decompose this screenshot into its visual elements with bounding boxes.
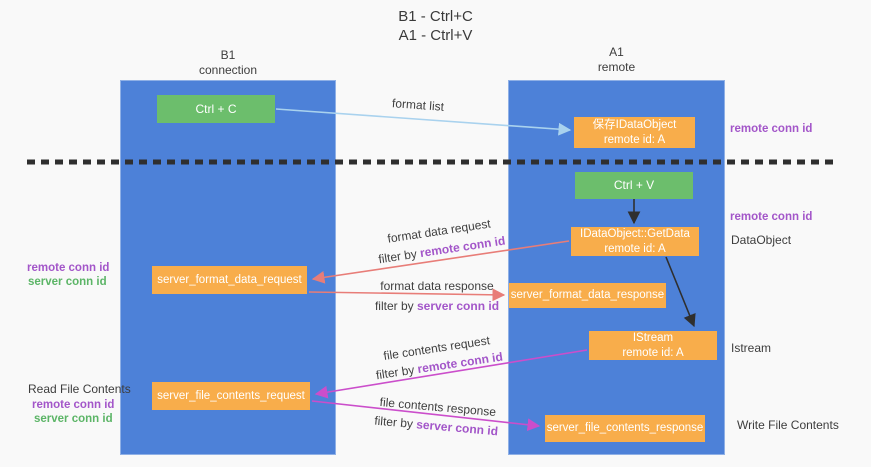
lane-a1-role: remote xyxy=(597,60,636,74)
lane-b1-name: B1 xyxy=(220,48,236,62)
filter-by-text: filter by xyxy=(377,246,418,267)
filter-by-text: filter by xyxy=(373,413,414,431)
annotation-remote-conn-id-left1: remote conn id xyxy=(27,262,110,274)
annotation-remote-conn-id-top: remote conn id xyxy=(730,123,813,135)
annotation-read-file-contents: Read File Contents xyxy=(28,382,131,396)
diagram-title-line2: A1 - Ctrl+V xyxy=(398,27,473,44)
node-server-format-data-response-label: server_format_data_response xyxy=(510,289,665,302)
node-save-idataobject-line1: 保存IDataObject xyxy=(592,119,677,132)
format-data-response-label: format data response filter by server co… xyxy=(372,276,502,316)
node-server-file-contents-request-label: server_file_contents_request xyxy=(157,389,305,402)
annotation-remote-conn-id-left2: remote conn id xyxy=(32,399,115,411)
filter-by-text: filter by xyxy=(374,362,416,383)
node-save-idataobject: 保存IDataObject remote id: A xyxy=(574,117,695,148)
lane-a1-header: A1 remote xyxy=(508,45,725,75)
node-server-format-data-request: server_format_data_request xyxy=(152,266,307,294)
annotation-write-file-contents: Write File Contents xyxy=(737,418,839,432)
filter-by-text: filter by xyxy=(374,299,414,313)
node-ctrl-c: Ctrl + C xyxy=(157,95,275,123)
diagram-title-line1: B1 - Ctrl+C xyxy=(398,8,473,25)
format-list-label: format list xyxy=(391,96,445,114)
node-server-file-contents-request: server_file_contents_request xyxy=(152,382,310,410)
annotation-server-conn-id-left2: server conn id xyxy=(34,413,113,425)
node-server-format-data-request-label: server_format_data_request xyxy=(157,273,302,286)
node-getdata-line2: remote id: A xyxy=(604,242,666,255)
node-server-format-data-response: server_format_data_response xyxy=(509,283,666,308)
server-conn-id-text: server conn id xyxy=(415,417,499,439)
node-ctrl-v-label: Ctrl + V xyxy=(613,178,655,192)
lane-b1-header: B1 connection xyxy=(120,48,336,78)
annotation-server-conn-id-left1: server conn id xyxy=(28,276,107,288)
format-data-request-label: format data request filter by remote con… xyxy=(366,211,515,270)
node-server-file-contents-response: server_file_contents_response xyxy=(545,415,705,442)
node-server-file-contents-response-label: server_file_contents_response xyxy=(546,422,704,435)
node-ctrl-v: Ctrl + V xyxy=(575,172,693,199)
file-contents-request-label: file contents request filter by remote c… xyxy=(366,329,510,385)
node-getdata-line1: IDataObject::GetData xyxy=(580,228,690,241)
annotation-remote-conn-id-mid: remote conn id xyxy=(730,211,813,223)
format-data-response-text: format data response xyxy=(380,279,494,293)
format-data-response-filter: filter by server conn id xyxy=(372,296,502,316)
node-save-idataobject-line2: remote id: A xyxy=(603,133,666,146)
node-istream: IStream remote id: A xyxy=(589,331,717,360)
node-istream-line1: IStream xyxy=(632,332,674,345)
node-idataobject-getdata: IDataObject::GetData remote id: A xyxy=(571,227,699,256)
node-istream-line2: remote id: A xyxy=(622,346,684,359)
node-ctrl-c-label: Ctrl + C xyxy=(195,101,237,116)
lane-a1-name: A1 xyxy=(609,45,624,59)
annotation-dataobject: DataObject xyxy=(731,233,792,247)
file-contents-response-label: file contents response filter by server … xyxy=(371,392,504,441)
server-conn-id-text: server conn id xyxy=(417,299,500,313)
lane-b1-role: connection xyxy=(198,63,258,77)
annotation-istream: Istream xyxy=(731,341,772,355)
